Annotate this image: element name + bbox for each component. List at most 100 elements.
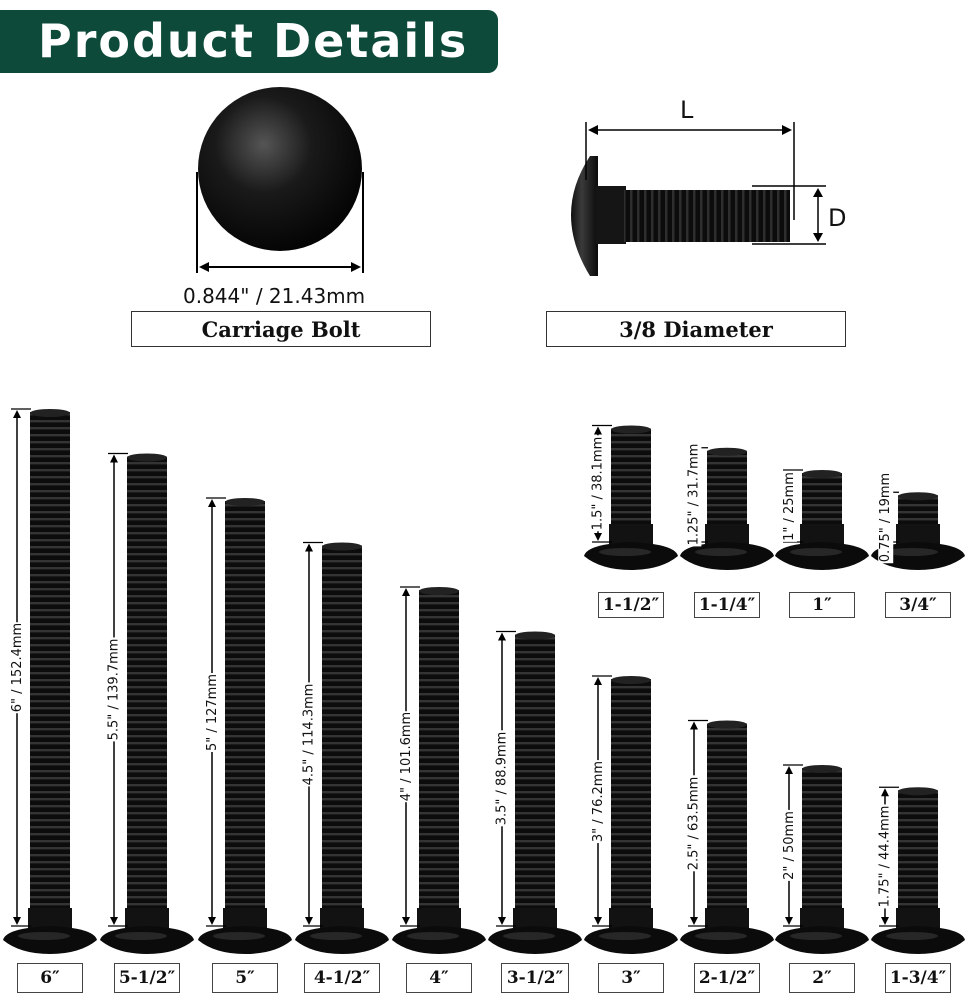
diameter-symbol: D — [828, 204, 847, 232]
bolt-neck — [417, 908, 461, 930]
bolt-neck — [800, 908, 844, 930]
bolt-size-label: 5″ — [212, 963, 278, 993]
bolt-tip — [225, 498, 265, 506]
bolt-shaft — [225, 501, 265, 912]
bolt-shaft — [611, 679, 651, 912]
bolt-neck — [125, 908, 169, 930]
bolt-length-measurement: 4.5" / 114.3mm — [301, 682, 317, 787]
bolt-shaft — [898, 790, 938, 912]
bolt-neck — [705, 524, 749, 546]
bolt-neck — [896, 524, 940, 546]
bolt-neck — [609, 524, 653, 546]
bolt-shaft — [802, 473, 842, 528]
bolt-size-label: 3″ — [598, 963, 664, 993]
bolt-length-measurement: 1.5" / 38.1mm — [590, 435, 606, 532]
length-symbol: L — [680, 96, 694, 124]
bolt-9 — [775, 764, 869, 954]
bolt-shaft — [419, 590, 459, 912]
bolt-head — [488, 926, 582, 954]
bolt-neck — [896, 908, 940, 930]
bolt-length-measurement: 2" / 50mm — [781, 810, 797, 881]
bolt-12 — [680, 447, 774, 570]
bolt-shaft — [30, 412, 70, 912]
bolt-size-label: 1-1/2″ — [598, 592, 664, 618]
diameter-label: 3/8 Diameter — [546, 311, 846, 347]
bolt-length-measurement: 0.75" / 19mm — [877, 471, 893, 563]
carriage-bolt-label: Carriage Bolt — [131, 311, 431, 347]
bolt-length-measurement: 4" / 101.6mm — [398, 710, 414, 803]
bolt-size-label: 1-1/4″ — [694, 592, 760, 618]
bolt-tip — [127, 453, 167, 462]
bolt-tip — [802, 765, 842, 773]
bolt-neck — [320, 908, 364, 930]
bolt-length-measurement: 1.25" / 31.7mm — [686, 442, 702, 547]
bolt-head — [3, 926, 97, 954]
bolt-7 — [584, 675, 678, 954]
bolt-size-label: 1″ — [789, 592, 855, 618]
bolt-tip — [611, 676, 651, 684]
bolt-tip — [419, 587, 459, 595]
bolt-head — [198, 926, 292, 954]
bolt-shaft — [898, 495, 938, 528]
bolt-dome-image — [198, 87, 362, 251]
bolt-head — [680, 542, 774, 570]
bolt-shaft — [707, 723, 747, 912]
bolt-head-view — [196, 87, 826, 276]
bolt-size-label: 6″ — [17, 963, 83, 993]
bolt-11 — [584, 424, 678, 570]
bolt-length-measurement: 6" / 152.4mm — [9, 621, 25, 714]
bolt-head — [871, 926, 965, 954]
bolt-shaft — [707, 450, 747, 528]
bolt-shaft — [515, 634, 555, 912]
bolt-size-label: 3/4″ — [885, 592, 951, 618]
bolt-neck — [223, 908, 267, 930]
bolt-3 — [198, 497, 292, 954]
head-diameter-measurement: 0.844" / 21.43mm — [183, 284, 366, 308]
bolt-length-measurement: 3" / 76.2mm — [590, 759, 606, 843]
bolt-head — [871, 542, 965, 570]
bolt-length-measurement: 5.5" / 139.7mm — [106, 637, 122, 742]
bolt-2 — [100, 452, 194, 954]
bolt-tip — [30, 409, 70, 417]
bolt-neck — [800, 524, 844, 546]
page-title: Product Details — [38, 14, 469, 68]
bolt-size-label: 4-1/2″ — [304, 963, 380, 993]
bolt-10 — [871, 786, 965, 954]
bolt-length-measurement: 5" / 127mm — [204, 672, 220, 752]
bolt-size-label: 2″ — [789, 963, 855, 993]
bolt-head — [584, 542, 678, 570]
bolt-size-label: 4″ — [406, 963, 472, 993]
bolt-size-label: 5-1/2″ — [114, 963, 180, 993]
bolt-neck — [609, 908, 653, 930]
bolt-neck — [513, 908, 557, 930]
bolt-4 — [295, 541, 389, 954]
bolt-head — [392, 926, 486, 954]
bolt-shaft — [802, 768, 842, 912]
bolt-length-measurement: 1" / 25mm — [781, 470, 797, 542]
bolt-length-measurement: 3.5" / 88.9mm — [494, 730, 510, 827]
bolt-6 — [488, 630, 582, 954]
bolt-tip — [611, 425, 651, 434]
bolt-tip — [707, 720, 747, 729]
bolt-13 — [775, 469, 869, 570]
bolt-size-label: 2-1/2″ — [694, 963, 760, 993]
bolt-neck — [705, 908, 749, 930]
bolt-head — [775, 542, 869, 570]
bolt-neck — [28, 908, 72, 930]
bolt-head — [680, 926, 774, 954]
header-banner: Product Details — [0, 10, 498, 73]
bolt-size-label: 3-1/2″ — [501, 963, 569, 993]
bolt-1 — [3, 408, 97, 954]
bolt-shaft — [127, 456, 167, 912]
bolt-head — [775, 926, 869, 954]
bolt-side-view-image — [571, 156, 790, 276]
bolt-tip — [515, 631, 555, 640]
bolt-head — [295, 926, 389, 954]
bolt-length-measurement: 1.75" / 44.4mm — [877, 804, 893, 909]
bolt-5 — [392, 586, 486, 954]
bolt-head — [100, 926, 194, 954]
bolt-tip — [322, 542, 362, 551]
bolt-shaft — [611, 428, 651, 528]
bolt-tip — [898, 787, 938, 796]
